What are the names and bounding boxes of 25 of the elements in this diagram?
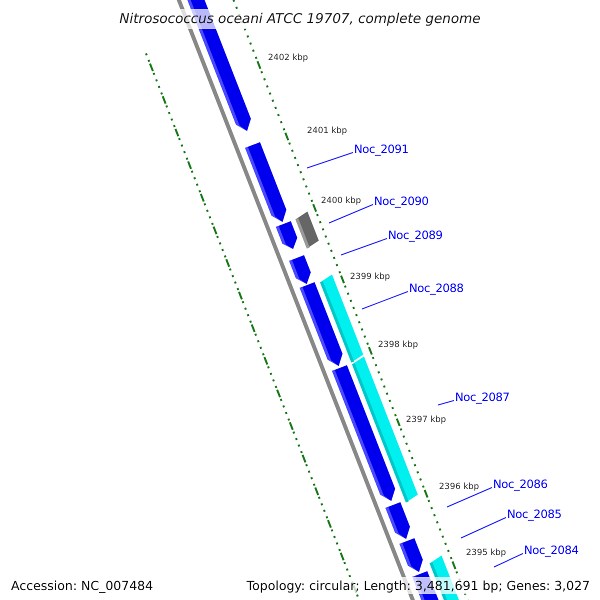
leader-line (362, 291, 408, 310)
gene-label: Noc_2084 (524, 543, 579, 557)
scale-label: 2396 kbp (439, 482, 480, 492)
scale-label: 2395 kbp (466, 548, 506, 558)
gene-label: Noc_2085 (507, 507, 562, 521)
leader-line (494, 553, 524, 568)
gene-label: Noc_2090 (374, 194, 429, 208)
scale-label: 2399 kbp (350, 272, 390, 282)
leader-line (460, 517, 506, 538)
gene-label: Noc_2086 (493, 477, 548, 491)
gene-label: Noc_2091 (354, 142, 409, 156)
scale-label: 2400 kbp (321, 196, 362, 206)
scale-label: 2398 kbp (378, 340, 418, 350)
leader-line (446, 487, 492, 508)
gene-label: Noc_2088 (409, 281, 464, 295)
scale-label: 2397 kbp (406, 415, 446, 425)
leader-line (340, 238, 388, 256)
scale-label: 2402 kbp (268, 53, 308, 63)
gene-label: Noc_2087 (455, 390, 510, 404)
scale-label: 2401 kbp (307, 126, 348, 136)
gene-label: Noc_2089 (388, 228, 443, 242)
leader-line (306, 152, 354, 168)
leader-line (328, 204, 374, 224)
footer-text: Topology: circular; Length: 3,481,691 bp; Genes: 3,027 (244, 577, 592, 594)
leader-line (438, 400, 454, 406)
